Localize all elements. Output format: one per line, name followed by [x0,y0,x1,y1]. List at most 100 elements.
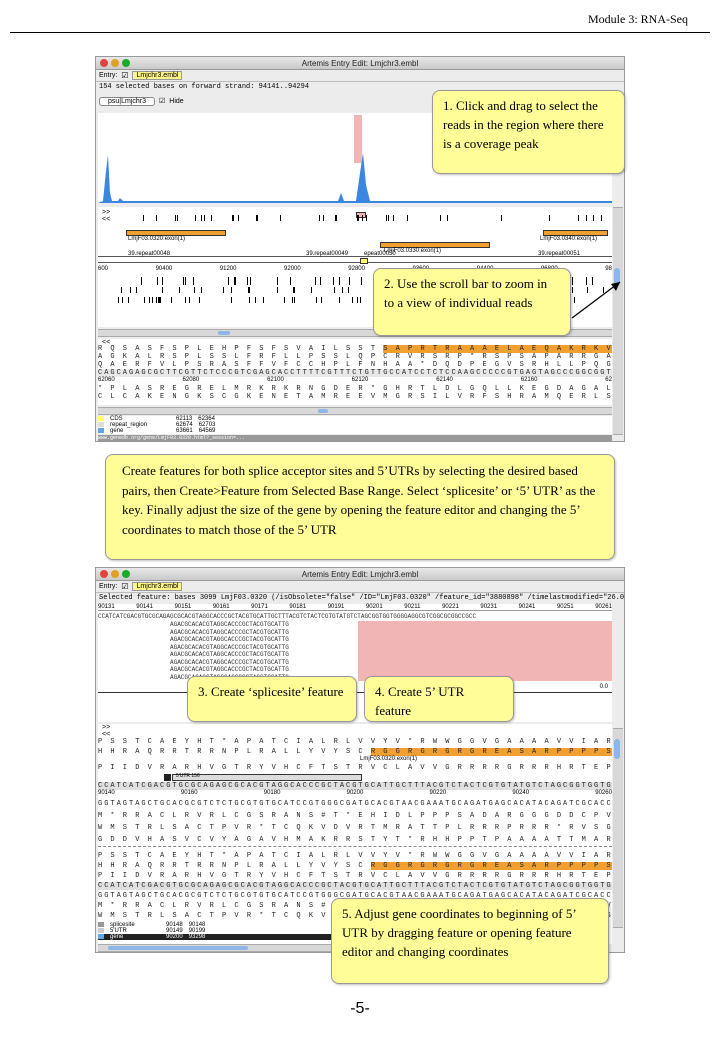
read-tick [294,287,296,293]
ruler-tick: 90131 [98,604,115,610]
list-end: 62703 [198,422,216,428]
feature-label-2: LmjF03.0330:exon(1) [384,248,442,254]
coord-tick: 90200 [346,790,364,796]
read-tick [249,297,251,303]
read-tick [230,297,232,303]
read-tick [294,297,296,303]
scroll-right-arrows[interactable]: >><< [102,209,111,223]
read-tick [360,297,362,303]
list-key: splicesite [110,922,135,928]
window-2-titlebar[interactable]: Artemis Entry Edit: Lmjchr3.embl [96,568,624,581]
track-select[interactable]: psu|Lmjchr3 [99,96,156,106]
coord-tick: 62 [605,377,612,383]
seq-hscroll[interactable] [98,407,612,415]
close-button[interactable] [100,570,108,578]
minimize-button[interactable] [111,570,119,578]
read-tick [276,287,278,293]
color-swatch [98,934,104,939]
read-tick [158,297,160,303]
selected-range [358,621,612,681]
window-1-hscroll[interactable] [98,329,612,337]
ruler-tick: 90400 [155,266,173,272]
splicesite-feature[interactable] [164,774,171,781]
status-url: www.genedb.org/gene/LmjF03.0320.html?_se… [98,435,612,441]
read-tick [366,215,368,221]
sequence-view-2[interactable]: >><< P S S T C A E Y H T * A P A T C I A… [98,724,612,944]
seq-scroll-arrows[interactable]: >><< [102,724,111,738]
utr-feature[interactable] [172,774,362,781]
read-tick [223,287,225,293]
read-tick [182,277,184,285]
seq-scroll-arrows[interactable]: << [102,339,111,346]
reference-sequence: CCATCATCGACGTGCGCAGAGCGCACGTAGGCACCCGCTA… [98,613,477,620]
entry-checkbox[interactable]: ☑ [121,582,129,591]
scroll-thumb[interactable] [218,331,230,335]
read-tick [171,297,173,303]
scroll-thumb[interactable] [108,946,248,950]
window-1-vscroll[interactable] [613,207,623,435]
bam-track-controls: psu|Lmjchr3 ☑ Hide [96,92,624,110]
read-tick [320,277,321,285]
zoom-button[interactable] [122,570,130,578]
coord-tick: 62160 [520,377,538,383]
ruler-tick: 92000 [284,266,301,272]
list-start: 63661 [176,428,193,434]
read-tick [198,297,200,303]
selected-block [356,212,366,218]
coord-tick: 62140 [436,377,453,383]
ruler-tick: 90211 [404,604,421,610]
read-tick [358,215,360,221]
scroll-thumb[interactable] [318,409,328,413]
hide-checkbox[interactable]: ☑ [159,98,166,105]
vscroll-thumb[interactable] [614,739,620,759]
reads-view[interactable]: 90131 90141 90151 90161 90171 90181 9019… [98,604,612,722]
gene-feature-3[interactable] [543,230,608,236]
entry-bar: Entry: ☑ Lmjchr3.embl [96,70,624,82]
entry-file-button[interactable]: Lmjchr3.embl [132,582,183,591]
window-2-hscroll[interactable] [98,944,338,952]
window-1-titlebar[interactable]: Artemis Entry Edit: Lmjchr3.embl [96,57,624,70]
read-tick [230,287,232,293]
divider [98,846,612,847]
ruler-tick: 90141 [136,604,153,610]
read-tick [193,287,195,293]
close-button[interactable] [100,59,108,67]
list-key: gene [110,428,124,434]
read-tick [314,277,316,285]
ruler-tick: 90241 [518,604,536,610]
entry-label: Entry: [99,583,118,590]
zoom-button[interactable] [122,59,130,67]
sequence-view[interactable]: << R Q S A S F S P L E H P F S F S V A I… [98,339,612,405]
list-end: 90148 [188,922,206,928]
read-tick [386,215,388,221]
window-2-vscroll[interactable] [613,728,623,928]
read-tick [293,287,295,293]
coord-tick: 90240 [512,790,530,796]
entry-checkbox[interactable]: ☑ [121,71,129,80]
list-end: 93298 [188,934,206,940]
read-tick [184,297,186,303]
color-swatch [98,922,104,927]
entry-file-button[interactable]: Lmjchr3.embl [132,71,183,80]
read-tick [500,215,502,221]
minimize-button[interactable] [111,59,119,67]
ruler-tick: 90261 [595,604,612,610]
read-tick [157,277,159,285]
color-swatch [98,422,104,427]
entry-bar: Entry: ☑ Lmjchr3.embl [96,581,624,593]
list-start: 62674 [176,422,193,428]
list-key: gene [110,934,124,940]
repeat-track [98,256,612,263]
read-tick [548,215,550,221]
gene-feature-1[interactable] [126,230,226,236]
vscroll-thumb[interactable] [614,268,620,286]
gene-feature-2[interactable] [380,242,490,248]
read-tick [347,287,349,293]
